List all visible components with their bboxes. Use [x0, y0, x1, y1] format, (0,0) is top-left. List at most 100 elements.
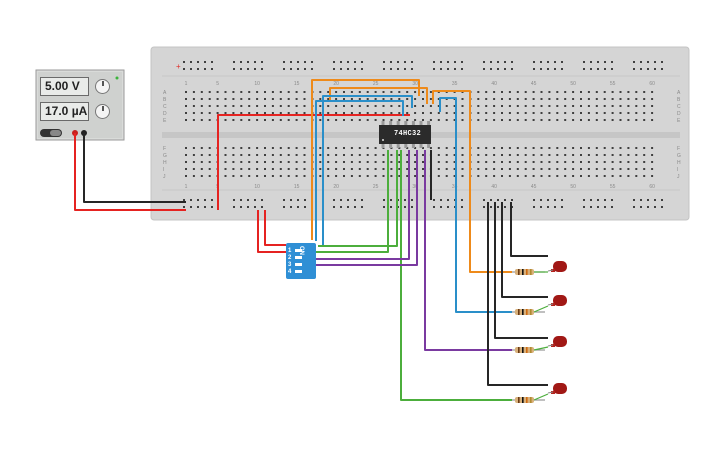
breadboard-rail-hole[interactable]: [183, 68, 185, 70]
breadboard-hole[interactable]: [422, 112, 424, 114]
breadboard-rail-hole[interactable]: [290, 61, 292, 63]
wire-vcc-to-chip[interactable]: [217, 114, 410, 210]
breadboard-rail-hole[interactable]: [447, 206, 449, 208]
breadboard-rail-hole[interactable]: [590, 206, 592, 208]
breadboard-rail-hole[interactable]: [547, 61, 549, 63]
breadboard-hole[interactable]: [532, 119, 535, 121]
breadboard-rail-hole[interactable]: [540, 68, 542, 70]
breadboard-hole[interactable]: [271, 105, 274, 107]
breadboard-hole[interactable]: [208, 119, 211, 121]
breadboard-hole[interactable]: [501, 147, 503, 149]
breadboard-rail-hole[interactable]: [354, 68, 356, 70]
breadboard-hole[interactable]: [516, 161, 519, 163]
breadboard-rail-hole[interactable]: [661, 199, 663, 201]
breadboard-hole[interactable]: [643, 175, 646, 177]
breadboard-rail-hole[interactable]: [304, 61, 306, 63]
breadboard-hole[interactable]: [374, 105, 377, 107]
breadboard-hole[interactable]: [240, 98, 243, 100]
breadboard-hole[interactable]: [437, 161, 440, 163]
breadboard-hole[interactable]: [556, 175, 559, 177]
breadboard-hole[interactable]: [501, 175, 503, 177]
breadboard-hole[interactable]: [208, 154, 211, 156]
wire-dip-vcc-2[interactable]: [264, 210, 286, 246]
breadboard-hole[interactable]: [595, 147, 598, 149]
breadboard-hole[interactable]: [224, 112, 227, 114]
breadboard-rail-hole[interactable]: [633, 61, 635, 63]
breadboard-hole[interactable]: [319, 91, 322, 93]
breadboard-hole[interactable]: [192, 147, 195, 149]
breadboard-hole[interactable]: [390, 98, 393, 100]
breadboard-rail-hole[interactable]: [283, 206, 285, 208]
breadboard-rail-hole[interactable]: [347, 68, 349, 70]
breadboard-hole[interactable]: [414, 175, 417, 177]
breadboard-hole[interactable]: [398, 112, 401, 114]
breadboard-rail-hole[interactable]: [361, 206, 363, 208]
wire-power-positive[interactable]: [74, 133, 186, 211]
breadboard-rail-hole[interactable]: [183, 61, 185, 63]
breadboard-rail-hole[interactable]: [461, 68, 463, 70]
breadboard-rail-hole[interactable]: [597, 68, 599, 70]
breadboard-hole[interactable]: [493, 154, 496, 156]
breadboard-rail-hole[interactable]: [233, 61, 235, 63]
breadboard-rail-hole[interactable]: [383, 61, 385, 63]
breadboard-hole[interactable]: [335, 91, 338, 93]
breadboard-hole[interactable]: [256, 175, 259, 177]
breadboard-hole[interactable]: [335, 147, 338, 149]
breadboard-rail-hole[interactable]: [647, 61, 649, 63]
breadboard-hole[interactable]: [192, 91, 195, 93]
breadboard-rail-hole[interactable]: [533, 199, 535, 201]
breadboard-hole[interactable]: [216, 105, 219, 107]
breadboard-hole[interactable]: [477, 168, 480, 170]
breadboard-hole[interactable]: [335, 175, 338, 177]
breadboard-hole[interactable]: [208, 112, 211, 114]
breadboard-hole[interactable]: [619, 91, 622, 93]
wire-orange-out[interactable]: [432, 90, 512, 273]
breadboard-hole[interactable]: [192, 168, 195, 170]
breadboard-rail-hole[interactable]: [211, 68, 213, 70]
led-4[interactable]: [547, 383, 567, 394]
breadboard-hole[interactable]: [461, 147, 464, 149]
breadboard-hole[interactable]: [200, 175, 203, 177]
breadboard-rail-hole[interactable]: [404, 68, 406, 70]
dip-switch-toggle-3[interactable]: [295, 263, 302, 266]
breadboard-hole[interactable]: [587, 112, 590, 114]
breadboard-rail-hole[interactable]: [411, 61, 413, 63]
breadboard-hole[interactable]: [580, 105, 582, 107]
breadboard-rail-hole[interactable]: [340, 206, 342, 208]
wire-purple-1[interactable]: [313, 150, 410, 260]
breadboard-rail-hole[interactable]: [254, 199, 256, 201]
breadboard-hole[interactable]: [382, 98, 385, 100]
breadboard-hole[interactable]: [445, 147, 448, 149]
breadboard-hole[interactable]: [524, 147, 527, 149]
breadboard-hole[interactable]: [327, 98, 330, 100]
resistor[interactable]: [512, 305, 549, 315]
breadboard-hole[interactable]: [501, 98, 503, 100]
breadboard-rail-hole[interactable]: [440, 199, 442, 201]
breadboard-rail-hole[interactable]: [433, 61, 435, 63]
breadboard-hole[interactable]: [343, 91, 345, 93]
breadboard-hole[interactable]: [240, 175, 243, 177]
breadboard-hole[interactable]: [208, 105, 211, 107]
breadboard-hole[interactable]: [374, 175, 377, 177]
breadboard-hole[interactable]: [303, 119, 306, 121]
breadboard-rail-hole[interactable]: [483, 206, 485, 208]
breadboard-hole[interactable]: [279, 175, 282, 177]
breadboard-hole[interactable]: [374, 154, 377, 156]
breadboard-rail-hole[interactable]: [611, 206, 613, 208]
breadboard-hole[interactable]: [587, 154, 590, 156]
breadboard-hole[interactable]: [240, 112, 243, 114]
breadboard-hole[interactable]: [414, 147, 417, 149]
breadboard-rail-hole[interactable]: [583, 206, 585, 208]
breadboard-rail-hole[interactable]: [561, 61, 563, 63]
breadboard-hole[interactable]: [540, 161, 543, 163]
breadboard-hole[interactable]: [192, 119, 195, 121]
breadboard-hole[interactable]: [382, 168, 385, 170]
wire-ground-led-4[interactable]: [487, 202, 548, 386]
breadboard-rail-hole[interactable]: [254, 61, 256, 63]
wire-green-2[interactable]: [318, 150, 398, 247]
breadboard-hole[interactable]: [343, 98, 345, 100]
breadboard-rail-hole[interactable]: [261, 68, 263, 70]
breadboard-rail-hole[interactable]: [411, 206, 413, 208]
breadboard-hole[interactable]: [572, 147, 575, 149]
